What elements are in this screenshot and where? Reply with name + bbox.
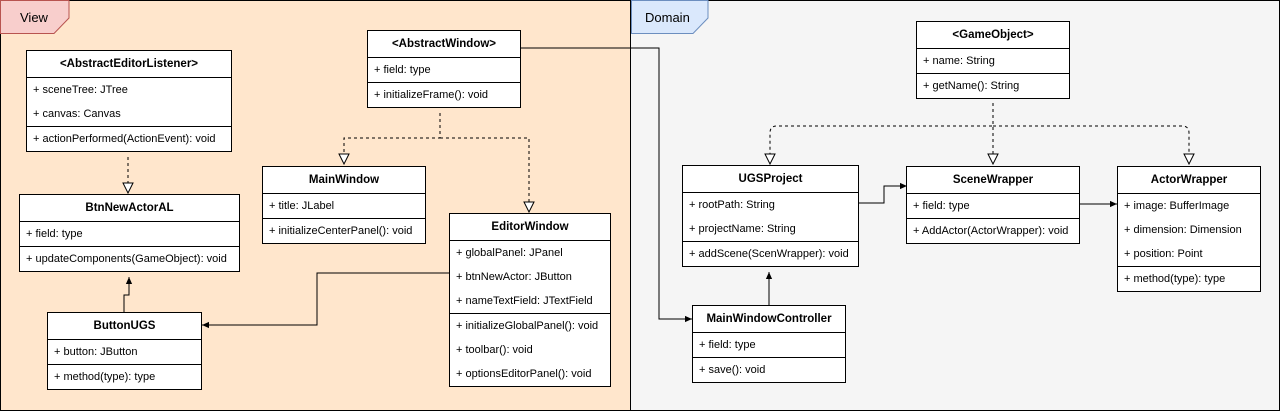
class-attrs-section: + button: JButton <box>48 340 201 364</box>
class-methods-section: + actionPerformed(ActionEvent): void <box>27 126 231 151</box>
class-methods-section: + initializeCenterPanel(): void <box>263 218 425 243</box>
package-view-tab <box>0 0 70 34</box>
class-attribute: + field: type <box>699 339 756 351</box>
realization-editorwindow-to-abstractwindow <box>440 137 529 212</box>
association-editorwindow-to-buttonugs <box>202 272 450 329</box>
class-game-object[interactable]: <GameObject> + name: String + getName(): S… <box>916 21 1070 99</box>
class-name: EditorWindow <box>450 214 610 241</box>
class-name: UGSProject <box>683 166 858 193</box>
class-methods-section: + save(): void <box>693 357 845 382</box>
class-method: + optionsEditorPanel(): void <box>456 368 592 380</box>
class-attrs-section: + sceneTree: JTree + canvas: Canvas <box>27 78 231 126</box>
class-ugs-project[interactable]: UGSProject + rootPath: String + projectNam… <box>682 165 859 267</box>
class-attribute: + field: type <box>913 200 970 212</box>
class-method: + actionPerformed(ActionEvent): void <box>33 133 216 145</box>
realization-actorwrapper-to-gameobject <box>993 125 1189 164</box>
class-attribute: + button: JButton <box>54 346 138 358</box>
class-abstract-window[interactable]: <AbstractWindow> + field: type + initializ… <box>367 30 521 108</box>
class-attribute: + btnNewActor: JButton <box>456 271 572 283</box>
class-attrs-section: + name: String <box>917 49 1069 73</box>
class-method: + method(type): type <box>1124 273 1226 285</box>
class-attrs-section: + field: type <box>907 194 1079 218</box>
class-attrs-section: + image: BufferImage + dimension: Dimensi… <box>1118 194 1260 266</box>
class-name: MainWindowController <box>693 306 845 333</box>
class-name: <GameObject> <box>917 22 1069 49</box>
package-view-tab-label-wrap: View <box>0 0 70 34</box>
class-btn-new-actor-al[interactable]: BtnNewActorAL + field: type + updateCompon… <box>19 194 240 272</box>
class-attribute: + canvas: Canvas <box>33 108 121 120</box>
class-name: <AbstractEditorListener> <box>27 51 231 78</box>
class-methods-section: + initializeFrame(): void <box>368 82 520 107</box>
class-attribute: + position: Point <box>1124 248 1203 260</box>
class-main-window-controller[interactable]: MainWindowController + field: type + save(… <box>692 305 846 383</box>
realization-ugsproject-to-gameobject <box>770 103 994 164</box>
class-attrs-section: + title: JLabel <box>263 194 425 218</box>
class-abstract-editor-listener[interactable]: <AbstractEditorListener>+ sceneTree: JTr… <box>26 50 232 152</box>
class-methods-section: + getName(): String <box>917 73 1069 98</box>
class-attribute: + title: JLabel <box>269 200 335 212</box>
class-name: MainWindow <box>263 167 425 194</box>
class-method: + AddActor(ActorWrapper): void <box>913 225 1069 237</box>
class-method: + toolbar(): void <box>456 344 533 356</box>
class-method: + save(): void <box>699 364 766 376</box>
class-method: + initializeCenterPanel(): void <box>269 225 413 237</box>
class-name: BtnNewActorAL <box>20 195 239 222</box>
class-attribute: + dimension: Dimension <box>1124 224 1242 236</box>
class-attrs-section: + rootPath: String + projectName: String <box>683 193 858 241</box>
class-name: ActorWrapper <box>1118 167 1260 194</box>
class-attribute: + rootPath: String <box>689 199 775 211</box>
class-methods-section: + addScene(ScenWrapper): void <box>683 241 858 266</box>
class-actor-wrapper[interactable]: ActorWrapper + image: BufferImage + dimens… <box>1117 166 1261 292</box>
class-methods-section: + updateComponents(GameObject): void <box>20 246 239 271</box>
class-attribute: + sceneTree: JTree <box>33 84 128 96</box>
class-editor-window[interactable]: EditorWindow + globalPanel: JPanel + btnNe… <box>449 213 611 387</box>
association-ugsproject-to-scenewrapper <box>859 182 907 204</box>
class-scene-wrapper[interactable]: SceneWrapper + field: type + AddActor(Acto… <box>906 166 1080 244</box>
class-attribute: + image: BufferImage <box>1124 200 1230 212</box>
class-attribute: + name: String <box>923 55 995 67</box>
realization-mainwindow-to-abstractwindow <box>344 113 441 164</box>
class-method: + updateComponents(GameObject): void <box>26 253 227 265</box>
class-name: SceneWrapper <box>907 167 1079 194</box>
class-attribute: + projectName: String <box>689 223 796 235</box>
class-method: + method(type): type <box>54 371 156 383</box>
class-methods-section: + method(type): type <box>1118 266 1260 291</box>
class-attribute: + nameTextField: JTextField <box>456 295 593 307</box>
package-view-label: View <box>20 10 48 25</box>
class-attrs-section: + field: type <box>693 333 845 357</box>
association-buttonugs-to-btnnewactoral <box>123 277 133 312</box>
class-button-ugs[interactable]: ButtonUGS + button: JButton + method(type)… <box>47 312 202 390</box>
class-method: + initializeFrame(): void <box>374 89 489 101</box>
class-name: ButtonUGS <box>48 313 201 340</box>
package-domain-tab-label-wrap: Domain <box>631 0 709 34</box>
class-attribute: + field: type <box>374 64 431 76</box>
class-attrs-section: + field: type <box>368 58 520 82</box>
association-abstractwindow-to-mainwindowcontroller <box>521 47 692 323</box>
package-domain-tab <box>631 0 709 34</box>
class-methods-section: + AddActor(ActorWrapper): void <box>907 218 1079 243</box>
class-method: + addScene(ScenWrapper): void <box>689 248 849 260</box>
class-main-window[interactable]: MainWindow + title: JLabel + initializeCen… <box>262 166 426 244</box>
class-name: <AbstractWindow> <box>368 31 520 58</box>
class-attrs-section: + field: type <box>20 222 239 246</box>
class-attrs-section: + globalPanel: JPanel + btnNewActor: JBut… <box>450 241 610 313</box>
class-attribute: + field: type <box>26 228 83 240</box>
package-domain-label: Domain <box>645 10 690 25</box>
class-methods-section: + method(type): type <box>48 364 201 389</box>
class-methods-section: + initializeGlobalPanel(): void + toolbar… <box>450 313 610 386</box>
class-method: + getName(): String <box>923 80 1020 92</box>
class-attribute: + globalPanel: JPanel <box>456 247 563 259</box>
class-method: + initializeGlobalPanel(): void <box>456 320 599 332</box>
